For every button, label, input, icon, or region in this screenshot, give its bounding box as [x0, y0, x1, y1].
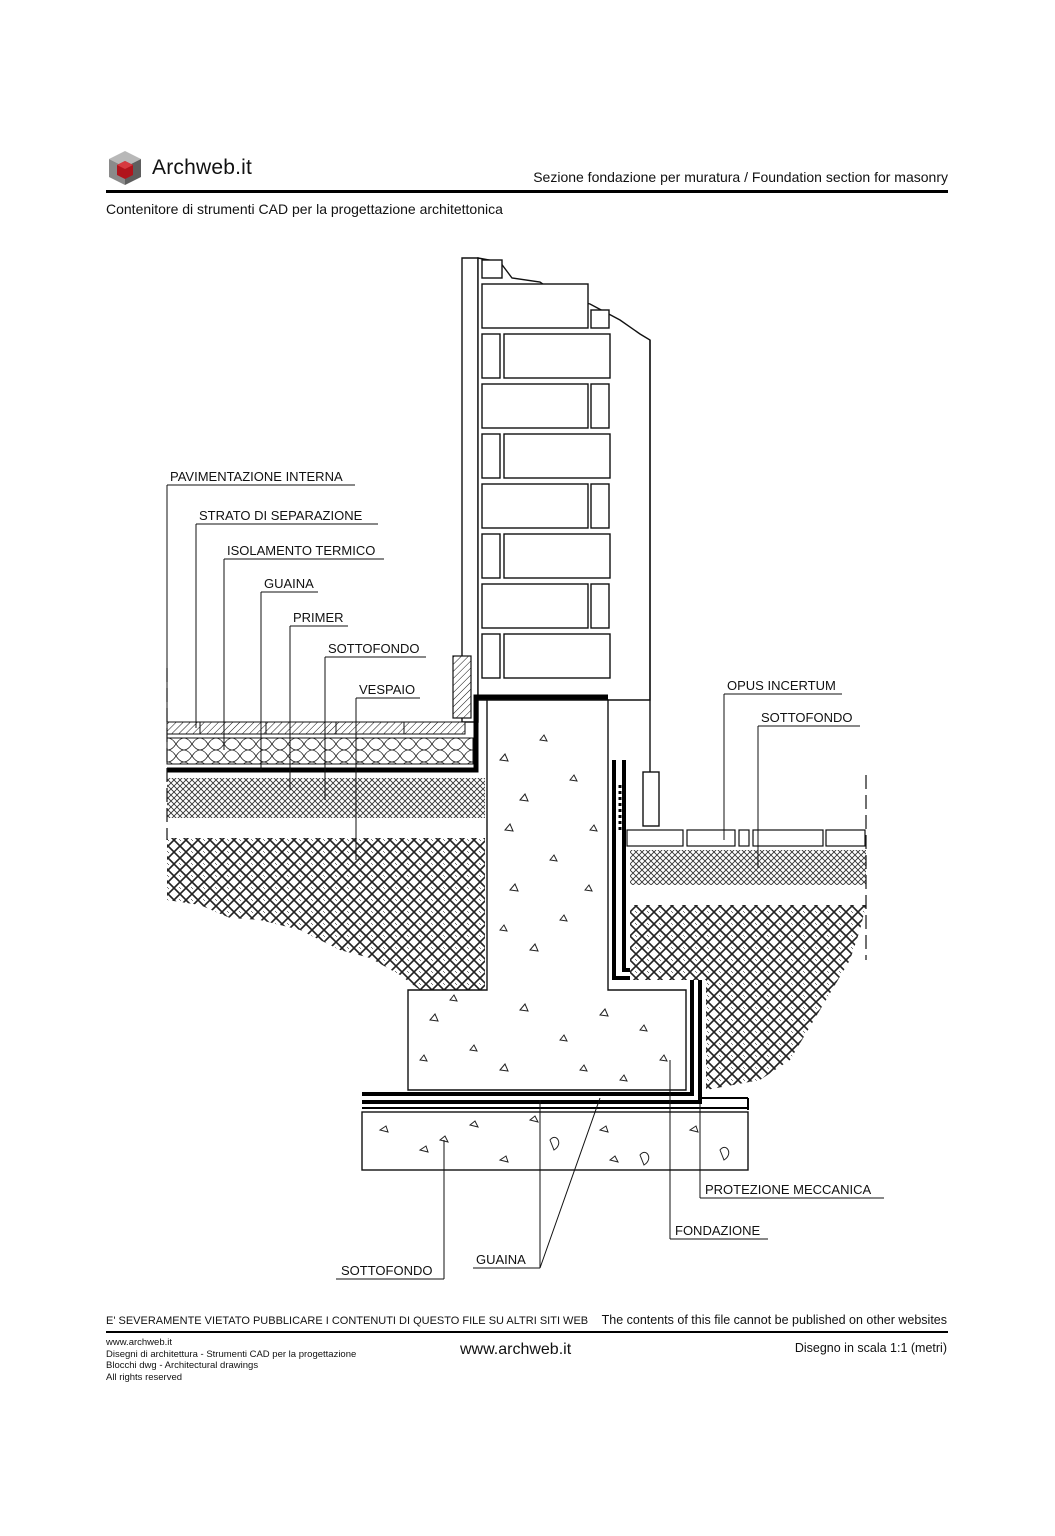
footer-line: All rights reserved — [106, 1371, 183, 1383]
label-sottofondo-bottom: SOTTOFONDO — [341, 1263, 432, 1278]
footer-line: www.archweb.it — [106, 1337, 172, 1348]
archweb-logo-icon — [109, 151, 141, 185]
footer-warning-it: E' SEVERAMENTE VIETATO PUBBLICARE I CONT… — [106, 1315, 589, 1327]
brick-wall — [461, 257, 660, 827]
logo — [108, 150, 142, 186]
label-sottofondo-left: SOTTOFONDO — [328, 641, 419, 656]
label-sottofondo-right: SOTTOFONDO — [761, 710, 852, 725]
label-fondazione: FONDAZIONE — [675, 1223, 761, 1238]
label-isolamento-termico: ISOLAMENTO TERMICO — [227, 543, 375, 558]
label-opus-incertum: OPUS INCERTUM — [727, 678, 836, 693]
header-rule — [106, 190, 948, 193]
footer-line: Disegni di architettura - Strumenti CAD … — [106, 1348, 357, 1360]
label-guaina-bottom: GUAINA — [476, 1252, 526, 1267]
footer-rule — [106, 1331, 948, 1333]
label-primer: PRIMER — [293, 610, 344, 625]
footer-line: Blocchi dwg - Architectural drawings — [106, 1360, 259, 1371]
footer-url[interactable]: www.archweb.it — [460, 1341, 572, 1358]
page-subtitle: Contenitore di strumenti CAD per la prog… — [106, 201, 503, 217]
footer-scale: Disegno in scala 1:1 (metri) — [794, 1341, 947, 1355]
label-pavimentazione-interna: PAVIMENTAZIONE INTERNA — [170, 469, 343, 484]
label-guaina-top: GUAINA — [264, 576, 314, 591]
footer-warning-en: The contents of this file cannot be publ… — [601, 1313, 947, 1327]
label-protezione-meccanica: PROTEZIONE MECCANICA — [705, 1182, 871, 1197]
label-vespaio: VESPAIO — [359, 682, 415, 697]
logo-text: Archweb.it — [152, 156, 253, 179]
page-title: Sezione fondazione per muratura / Founda… — [533, 169, 948, 185]
label-strato-separazione: STRATO DI SEPARAZIONE — [199, 508, 363, 523]
footer-credits: www.archweb.it Disegni di architettura -… — [106, 1337, 356, 1383]
